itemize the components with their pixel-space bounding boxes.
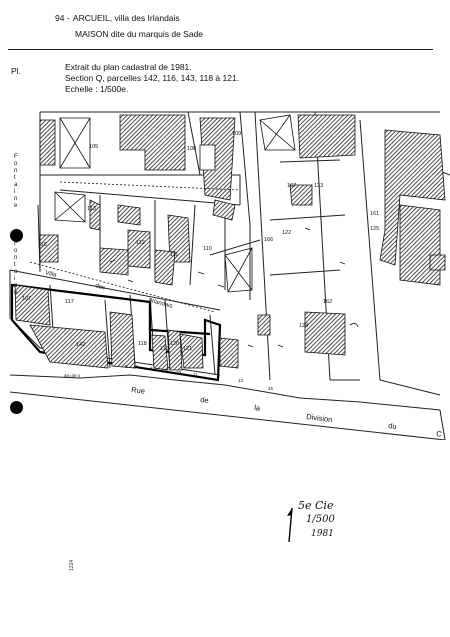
svg-text:e: e (14, 203, 18, 209)
svg-text:des: des (94, 283, 105, 291)
north-arrow-icon (287, 507, 293, 543)
parcel-110: 110 (203, 246, 212, 252)
page-stamp: 1224 (69, 559, 75, 571)
svg-text:i: i (14, 189, 15, 195)
parcel-124: 124 (299, 323, 308, 329)
svg-text:8: 8 (150, 366, 153, 371)
svg-text:Rue: Rue (131, 385, 146, 396)
boundary-arrows (109, 227, 346, 348)
villa-street-name: Villa des Irlandais (44, 270, 172, 310)
svg-text:n: n (14, 168, 17, 174)
svg-text:n: n (14, 255, 17, 261)
svg-text:9: 9 (163, 368, 166, 373)
parcel-118: 118 (138, 341, 147, 347)
parcel-117: 117 (65, 299, 74, 305)
signature-line-2: 1/500 (306, 514, 335, 525)
svg-text:n: n (14, 196, 17, 202)
parcel-122: 122 (282, 230, 291, 236)
svg-text:11: 11 (193, 372, 198, 377)
parcel-161: 161 (370, 211, 379, 217)
punch-hole-top (10, 229, 23, 242)
parcel-107: 107 (22, 296, 31, 302)
svg-text:F: F (14, 241, 18, 247)
small-numbers: 4e=4e x 5 7 8 9 10 11 13 15 (64, 364, 274, 391)
punch-hole-bottom (10, 401, 23, 414)
svg-text:a: a (14, 269, 18, 275)
parcel-111: 111 (170, 252, 178, 258)
parcel-125: 125 (370, 226, 379, 232)
parcel-142: 142 (76, 342, 85, 348)
info-extract: Extrait du plan cadastral de 1981. (65, 62, 192, 72)
svg-text:a: a (14, 182, 18, 188)
road-name: Rue de la Division du C (131, 385, 443, 439)
svg-text:7: 7 (135, 364, 138, 369)
svg-text:Division: Division (306, 412, 333, 424)
svg-text:Irlandais: Irlandais (149, 298, 172, 310)
parcel-120: 120 (170, 341, 179, 347)
parcel-105: 105 (89, 144, 98, 150)
svg-text:du: du (388, 421, 397, 431)
svg-text:Villa: Villa (44, 270, 57, 279)
header-title: ARCUEIL, villa des Irlandais (72, 13, 180, 23)
parcel-166: 166 (264, 237, 273, 243)
svg-text:C: C (436, 429, 443, 439)
road-edge (9, 374, 446, 440)
dim-note: 4e=4e x (64, 373, 81, 378)
info-scale: Echelle : 1/500e. (65, 84, 129, 94)
info-section: Section Q, parcelles 142, 116, 143, 118 … (65, 73, 240, 83)
parcel-108: 108 (187, 146, 196, 152)
fontaine-label: F o n t a i n e (14, 154, 18, 209)
parcel-112: 112 (136, 240, 145, 246)
plate-number: 94 - (55, 13, 70, 23)
svg-text:t: t (14, 262, 16, 268)
header-subtitle: MAISON dite du marquis de Sade (75, 29, 204, 39)
parcel-numbers: 105 108 109 167 123 113 112 111 110 166 … (22, 131, 379, 352)
svg-text:de: de (200, 395, 209, 405)
parcel-162: 162 (323, 299, 332, 305)
svg-text:t: t (14, 175, 16, 181)
header-line-1: 94 - ARCUEIL, villa des Irlandais (55, 13, 180, 23)
parcel-167: 167 (287, 183, 296, 189)
svg-text:10: 10 (176, 370, 182, 375)
cadastral-map: 105 108 109 167 123 113 112 111 110 166 … (9, 111, 450, 440)
header-rule (8, 49, 433, 50)
parcel-121: 121 (183, 346, 192, 352)
svg-text:o: o (14, 248, 18, 254)
parcel-109: 109 (232, 131, 241, 137)
buildings (14, 114, 446, 371)
svg-text:i: i (14, 276, 15, 282)
plate-label: Pl. (11, 66, 21, 76)
svg-text:la: la (254, 403, 262, 413)
parcel-115: 115 (38, 242, 47, 248)
svg-text:13: 13 (238, 378, 244, 383)
parcel-113: 113 (87, 206, 96, 212)
svg-text:n: n (14, 283, 17, 289)
svg-text:e: e (14, 290, 18, 296)
fontaine-label-lower: F o n t a i n e (14, 241, 18, 296)
signature-line-3: 1981 (311, 529, 334, 539)
parcel-119: 119 (160, 346, 169, 352)
signature-line-1: 5e Cie (298, 499, 334, 512)
map-info: Extrait du plan cadastral de 1981. Secti… (65, 62, 239, 95)
svg-text:F: F (14, 154, 18, 160)
svg-text:o: o (14, 161, 18, 167)
svg-text:15: 15 (268, 386, 274, 391)
svg-text:5: 5 (125, 364, 128, 369)
parcel-123: 123 (314, 183, 323, 189)
